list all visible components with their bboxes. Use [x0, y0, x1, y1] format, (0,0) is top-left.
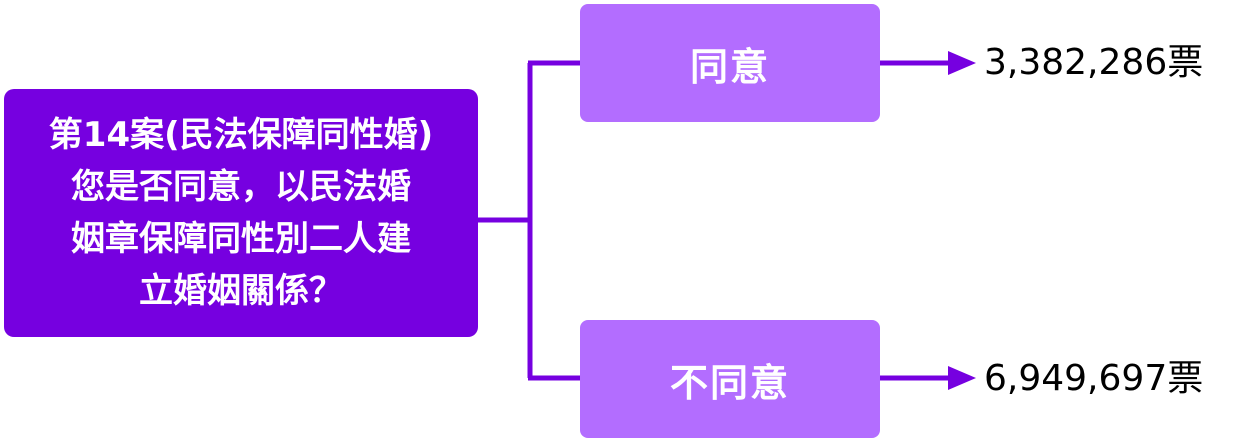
disagree-vote-count: 6,949,697票 [984, 358, 1204, 399]
agree-option-label: 同意 [689, 44, 770, 89]
question-line: 姻章保障同性別二人建 [71, 219, 411, 259]
arrowhead-agree [948, 51, 976, 75]
agree-vote-count: 3,382,286票 [984, 42, 1204, 83]
question-line: 立婚姻關係？ [139, 271, 343, 311]
referendum-question-text: 第14案(民法保障同性婚) 您是否同意，以民法婚 姻章保障同性別二人建 立婚姻關… [18, 109, 464, 317]
question-line: 您是否同意，以民法婚 [71, 167, 411, 207]
referendum-question-box: 第14案(民法保障同性婚) 您是否同意，以民法婚 姻章保障同性別二人建 立婚姻關… [4, 89, 478, 337]
question-line: 第14案(民法保障同性婚) [48, 115, 434, 155]
agree-option-box: 同意 [580, 4, 880, 122]
disagree-option-label: 不同意 [669, 360, 790, 405]
disagree-option-box: 不同意 [580, 320, 880, 438]
arrowhead-disagree [948, 366, 976, 390]
